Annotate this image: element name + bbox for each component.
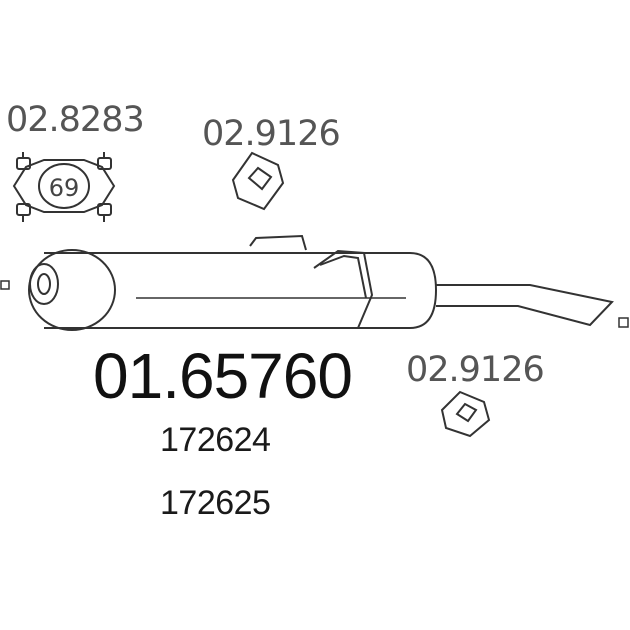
reference-number-1: 172624 — [160, 421, 271, 459]
clamp-size-label: 69 — [49, 174, 80, 202]
reference-number-2: 172625 — [160, 484, 271, 522]
left-end-marker — [0, 280, 10, 290]
muffler-drawing — [28, 234, 614, 331]
gasket-top-part-code: 02.9126 — [202, 114, 341, 154]
gasket-top-drawing — [231, 151, 285, 211]
gasket-bottom-part-code: 02.9126 — [406, 350, 545, 390]
clamp-part-code: 02.8283 — [6, 100, 145, 140]
right-end-marker — [618, 317, 629, 328]
clamp-drawing — [12, 152, 116, 222]
gasket-bottom-drawing — [440, 390, 491, 438]
main-part-code: 01.65760 — [93, 340, 353, 412]
